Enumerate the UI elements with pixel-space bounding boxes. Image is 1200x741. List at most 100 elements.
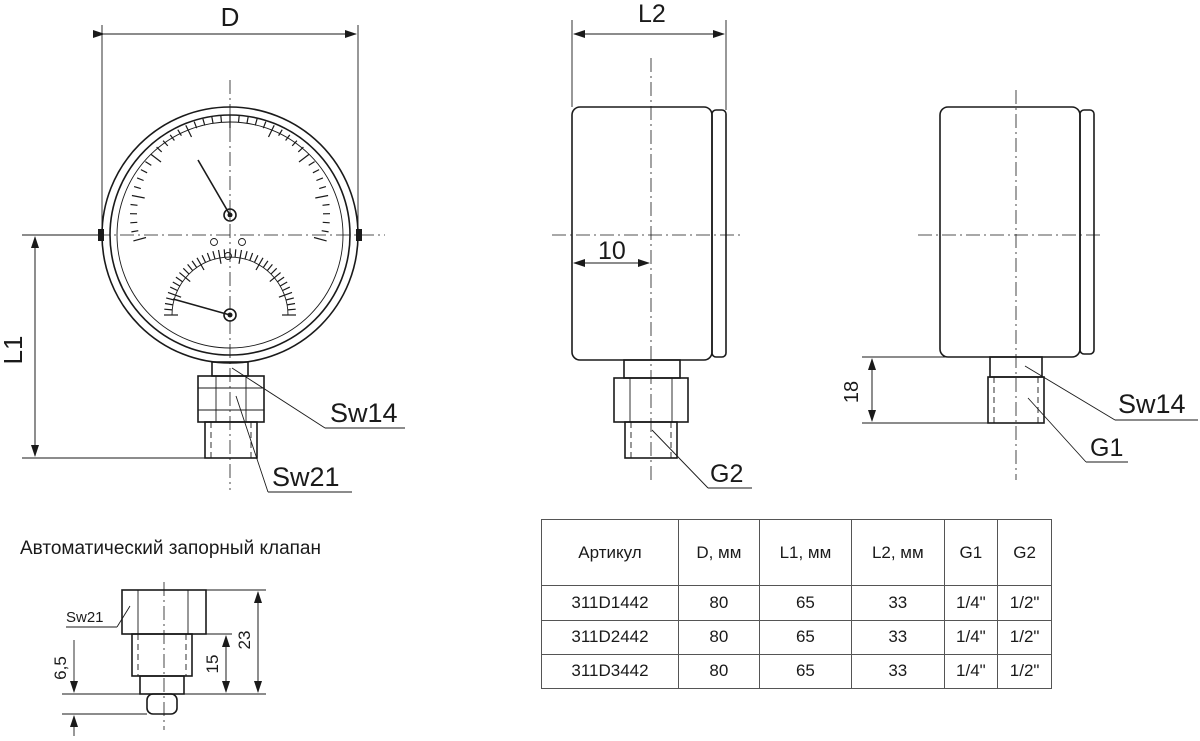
header-article: Артикул <box>541 518 679 587</box>
scale-tick <box>193 121 198 129</box>
scale-tick <box>131 230 139 233</box>
scale-tick <box>201 254 207 263</box>
front-view: D L1 Sw14 Sw21 <box>0 2 405 493</box>
valve-sw21-label: Sw21 <box>66 609 104 626</box>
scale-tick <box>249 252 254 261</box>
lower-needle <box>172 298 231 316</box>
scale-tick <box>172 281 181 287</box>
dim-23-label: 23 <box>235 631 254 650</box>
scale-tick <box>145 161 152 166</box>
dim-15-label: 15 <box>203 655 222 674</box>
header-g1: G1 <box>943 518 999 587</box>
header-g2: G2 <box>997 518 1052 587</box>
scale-tick <box>238 249 243 264</box>
scale-tick <box>130 221 138 224</box>
g1-label: G1 <box>1090 434 1123 462</box>
cell-l1: 65 <box>758 653 853 690</box>
cell-g1: 1/4" <box>943 619 999 655</box>
cell-g1: 1/4" <box>943 585 999 621</box>
scale-tick <box>164 308 173 311</box>
scale-tick <box>282 286 291 292</box>
cell-d: 80 <box>677 585 760 621</box>
scale-tick <box>177 129 182 137</box>
scale-tick <box>212 251 216 260</box>
scale-tick <box>182 267 190 275</box>
cell-d: 80 <box>677 619 760 655</box>
scale-tick <box>253 254 259 263</box>
cell-article: 311D3442 <box>541 653 679 690</box>
scale-tick <box>237 115 240 123</box>
scale-tick <box>150 153 162 163</box>
side-view-2: 18 Sw14 G1 <box>841 90 1198 480</box>
valve-pin <box>146 693 178 715</box>
scale-tick <box>316 177 324 182</box>
cell-l2: 33 <box>851 585 945 621</box>
upper-needle <box>197 159 231 216</box>
scale-tick <box>156 146 163 153</box>
scale-tick <box>262 260 269 268</box>
sw21-label-front: Sw21 <box>272 462 340 492</box>
scale-tick <box>202 118 206 126</box>
cell-d: 80 <box>677 653 760 690</box>
cell-g2: 1/2" <box>997 585 1052 621</box>
valve-thread <box>131 633 193 677</box>
scale-tick <box>270 267 278 275</box>
scale-tick <box>291 140 298 147</box>
scale-tick <box>169 286 178 292</box>
scale-tick <box>315 194 329 199</box>
cell-g2: 1/2" <box>997 653 1052 690</box>
table-header-row: Артикул D, мм L1, мм L2, мм G1 G2 <box>541 518 1052 587</box>
scale-tick <box>312 169 320 174</box>
scale-tick <box>322 203 330 206</box>
table-row: 311D1442 80 65 33 1/4" 1/2" <box>541 585 1052 621</box>
scale-tick <box>133 236 147 242</box>
hex-sw21 <box>197 375 265 423</box>
cell-article: 311D2442 <box>541 619 679 655</box>
scale-tick <box>179 272 191 283</box>
scale-tick <box>262 121 267 129</box>
scale-tick <box>321 230 329 233</box>
thread-g <box>204 421 258 459</box>
scale-tick <box>266 264 273 271</box>
scale-tick <box>191 260 198 268</box>
case-side <box>571 106 713 361</box>
scale-tick <box>267 125 275 138</box>
header-d: D, мм <box>677 518 760 587</box>
scale-tick <box>286 302 296 306</box>
scale-tick <box>169 134 175 141</box>
scale-tick <box>131 194 145 199</box>
cell-article: 311D1442 <box>541 585 679 621</box>
lower-scale <box>164 249 296 316</box>
table-row: 311D2442 80 65 33 1/4" 1/2" <box>541 619 1052 655</box>
scale-tick <box>297 146 304 153</box>
scale-tick <box>164 302 174 306</box>
dim-D-label: D <box>221 2 240 32</box>
cell-l2: 33 <box>851 653 945 690</box>
cell-l1: 65 <box>758 619 853 655</box>
dim-L2-label: L2 <box>638 0 666 28</box>
scale-tick <box>269 272 281 283</box>
scale-tick <box>196 257 205 271</box>
case-side-2 <box>939 106 1081 358</box>
scale-tick <box>308 161 315 166</box>
scale-tick <box>175 276 183 283</box>
sw14-label-front: Sw14 <box>330 398 398 428</box>
scale-tick <box>136 177 144 182</box>
scale-tick <box>313 236 327 242</box>
dim-L1-label: L1 <box>0 336 28 365</box>
scale-tick <box>185 125 193 138</box>
g2-label: G2 <box>710 460 743 488</box>
sw14-label-side: Sw14 <box>1118 389 1186 419</box>
scale-tick <box>167 291 182 298</box>
scale-tick <box>206 252 211 261</box>
side-view-1: L2 10 G2 <box>552 0 752 489</box>
cell-g2: 1/2" <box>997 619 1052 655</box>
scale-tick <box>285 297 294 301</box>
scale-tick <box>298 153 310 163</box>
dim-10-label: 10 <box>598 237 626 265</box>
upper-scale <box>129 115 331 242</box>
scale-tick <box>166 297 175 301</box>
header-l2: L2, мм <box>851 518 945 587</box>
scale-tick <box>211 116 214 124</box>
